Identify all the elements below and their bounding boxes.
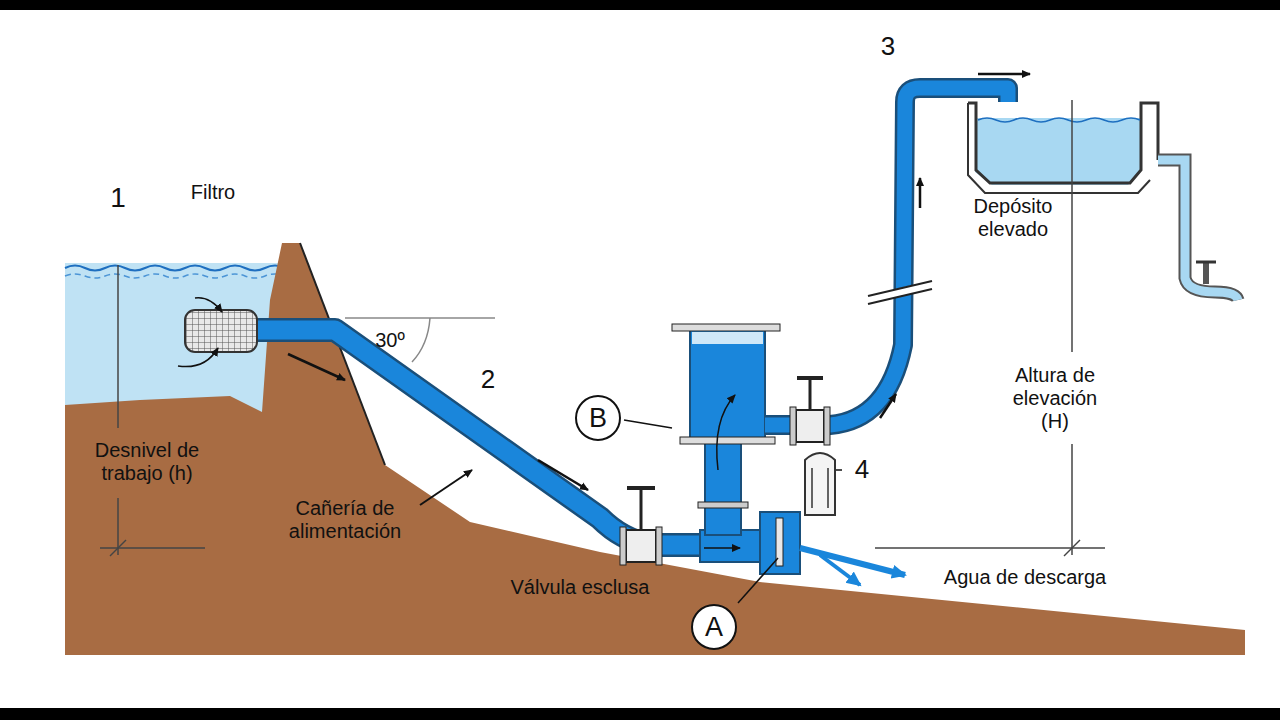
diagram-label: Cañería de alimentación — [265, 497, 425, 543]
diagram-label: 3 — [881, 32, 895, 62]
diagram-label: Desnivel de trabajo (h) — [93, 439, 201, 485]
diagram-label: Altura de elevación (H) — [1005, 364, 1105, 433]
diagram-label: 1 — [110, 182, 126, 214]
diagram-label: Depósito elevado — [958, 195, 1068, 241]
callout-letter: A — [705, 612, 723, 643]
diagram-label: Válvula esclusa — [511, 576, 650, 599]
diagram-label: Filtro — [191, 181, 235, 204]
diagram-label: 2 — [481, 365, 495, 395]
callout-circle: A — [691, 604, 737, 650]
callout-circle: B — [575, 395, 621, 441]
diagram-label: 30º — [375, 329, 405, 352]
callout-letter: B — [589, 403, 607, 434]
diagram-label: 4 — [855, 455, 869, 485]
diagram-label: Agua de descarga — [944, 566, 1106, 589]
